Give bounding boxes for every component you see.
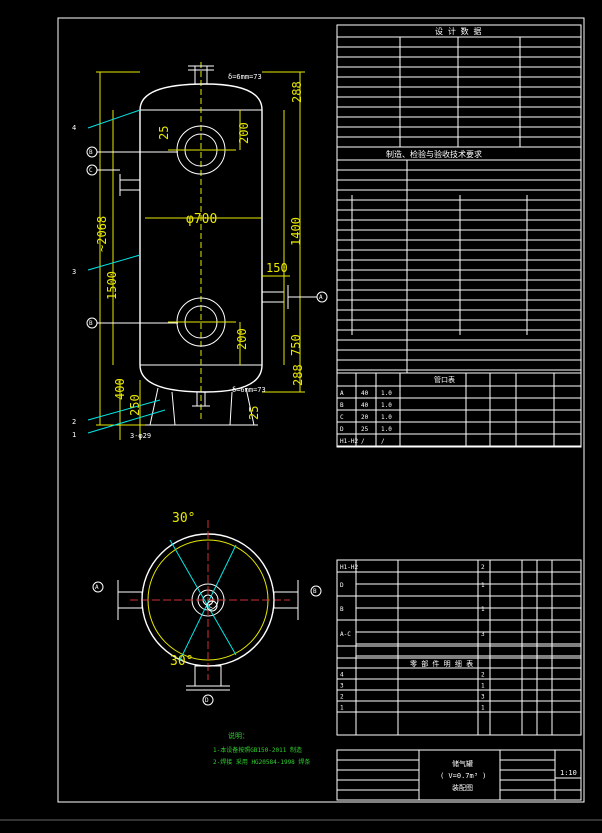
plan-nozzle-tag: A xyxy=(95,584,99,591)
dim-bottom-head: 288 xyxy=(291,364,305,386)
notes-line: 2-焊接 采用 HG20584-1998 焊条 xyxy=(213,758,310,766)
bom-row-qty: 3 xyxy=(481,694,485,701)
plan-view: A B C D 30° 30° xyxy=(92,511,322,706)
bom-row-tag: 3 xyxy=(340,683,344,690)
nozzle-row-tag: A xyxy=(340,390,344,397)
bom-row-tag: 2 xyxy=(340,694,344,701)
bom-row-qty: 1 xyxy=(481,582,485,589)
dim-top-head: 288 xyxy=(290,81,304,103)
notes: 说明： 1-本设备按照GB150-2011 制造 2-焊接 采用 HG20584… xyxy=(213,731,310,766)
part-label: 2 xyxy=(72,418,76,426)
dim-shell-diameter: φ700 xyxy=(186,212,217,227)
dim-manhole-offset-bottom: 200 xyxy=(235,328,249,350)
nozzle-row-size: / xyxy=(361,438,365,445)
title-name: 储气罐 xyxy=(452,759,473,768)
elevation-view: 288 25 200 φ700 ~2068 1400 1500 150 200 … xyxy=(72,62,328,440)
nozzle-tag: B xyxy=(89,320,93,327)
nozzle-row-tag: C xyxy=(340,414,344,421)
nozzle-tag: A xyxy=(319,294,323,301)
title-block: 储气罐 ( V=0.7m³ ) 装配图 1:10 xyxy=(336,749,582,801)
manufacture-table: 制造、检验与验收技术要求 xyxy=(336,146,582,374)
nozzle-row-size: 20 xyxy=(361,414,369,421)
bom-row-tag: H1-H2 xyxy=(340,564,358,571)
nozzle-row-pressure: 1.0 xyxy=(381,426,392,433)
plan-angle-top: 30° xyxy=(172,511,195,526)
nozzle-table-title: 管口表 xyxy=(434,375,455,384)
bom-row-qty: 1 xyxy=(481,606,485,613)
nozzle-row-pressure: 1.0 xyxy=(381,414,392,421)
design-data-table: 设 计 数 据 xyxy=(336,24,582,148)
bom-row-qty: 3 xyxy=(481,631,485,638)
dim-support-height: 400 xyxy=(113,378,127,400)
dim-bottom-nozzle: 25 xyxy=(247,406,261,420)
part-label: 3 xyxy=(72,268,76,276)
bom-row-tag: A-C xyxy=(340,631,351,638)
bom-row-qty: 2 xyxy=(481,564,485,571)
drawing-border xyxy=(57,17,585,803)
bom-table-title: 零 部 件 明 细 表 xyxy=(410,659,473,668)
bom-row-qty: 1 xyxy=(481,683,485,690)
plan-nozzle-tag: C xyxy=(209,603,213,610)
bom-row-tag: D xyxy=(340,582,344,589)
nozzle-row-tag: H1-H2 xyxy=(340,438,358,445)
dim-manhole-offset-top: 200 xyxy=(237,122,251,144)
nozzle-row-tag: D xyxy=(340,426,344,433)
part-label: 4 xyxy=(72,124,76,132)
design-table-title: 设 计 数 据 xyxy=(435,26,481,36)
nozzle-row-tag: B xyxy=(340,402,344,409)
notes-title: 说明： xyxy=(228,731,249,740)
nozzle-tag: C xyxy=(89,167,93,174)
plan-nozzle-tag: D xyxy=(205,697,209,704)
dim-nozzle-spacing: 1500 xyxy=(105,271,119,300)
title-scale: 1:10 xyxy=(560,769,577,777)
dim-support-base: 250 xyxy=(128,394,142,416)
nozzle-row-size: 25 xyxy=(361,426,369,433)
dim-shell-length: 1400 xyxy=(289,217,303,246)
bom-row-tag: B xyxy=(340,606,344,613)
nozzle-row-pressure: / xyxy=(381,438,385,445)
bom-row-tag: 1 xyxy=(340,705,344,712)
nozzle-row-pressure: 1.0 xyxy=(381,390,392,397)
title-spec: ( V=0.7m³ ) xyxy=(440,772,486,780)
nozzle-row-size: 40 xyxy=(361,390,369,397)
drain-note: 3-φ29 xyxy=(130,432,151,440)
bom-row-qty: 1 xyxy=(481,705,485,712)
nozzle-row-pressure: 1.0 xyxy=(381,402,392,409)
plan-nozzle-tag: B xyxy=(313,588,317,595)
dim-nozzle-projection: 150 xyxy=(266,261,288,275)
title-sub: 装配图 xyxy=(452,783,473,792)
bom-row-tag: 4 xyxy=(340,672,344,679)
dim-nozzle-offset-top: 25 xyxy=(157,126,171,140)
head-note-bottom: δ=6mm=73 xyxy=(232,386,266,394)
manufacture-table-title: 制造、检验与验收技术要求 xyxy=(386,149,482,159)
head-note-top: δ=6mm=73 xyxy=(228,73,262,81)
dim-total-height: ~2068 xyxy=(95,216,109,252)
nozzle-row-size: 40 xyxy=(361,402,369,409)
nozzle-tag: B xyxy=(89,149,93,156)
bom-row-qty: 2 xyxy=(481,672,485,679)
notes-line: 1-本设备按照GB150-2011 制造 xyxy=(213,746,302,754)
part-label: 1 xyxy=(72,431,76,439)
dim-bottom-offset: 750 xyxy=(289,334,303,356)
plan-angle-bottom: 30° xyxy=(170,654,193,669)
